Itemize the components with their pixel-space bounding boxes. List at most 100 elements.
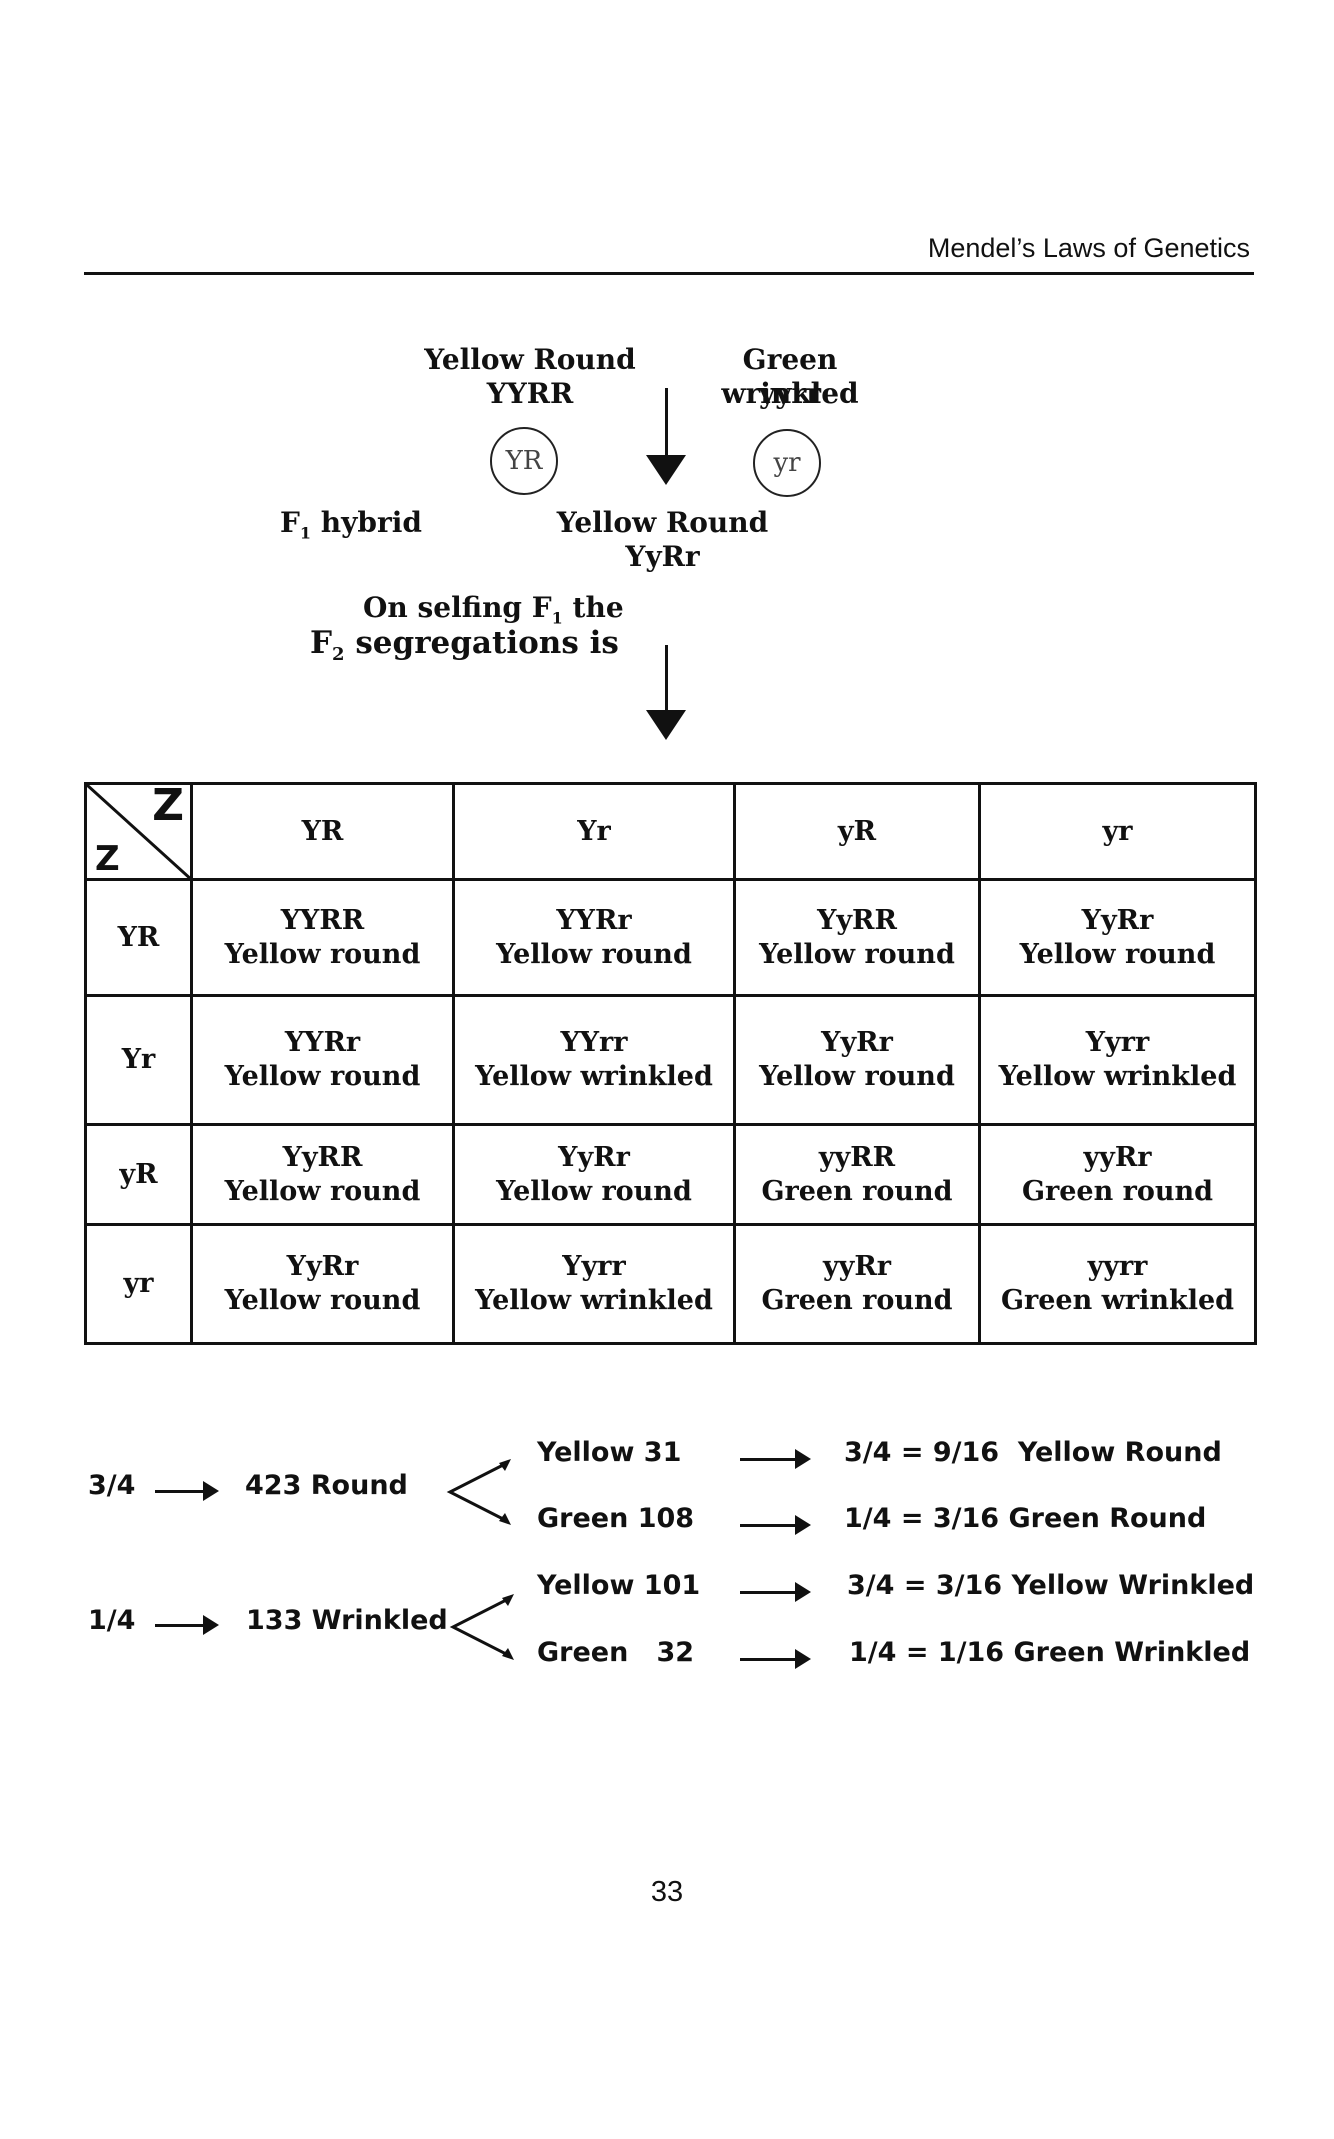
cell-phenotype: Yellow wrinkled <box>475 1061 713 1092</box>
cell-phenotype: Yellow round <box>1019 938 1216 970</box>
cell-phenotype: Yellow wrinkled <box>475 1285 713 1316</box>
outcome-result: 1/4 = 1/16 Green Wrinkled <box>849 1637 1251 1668</box>
cell-genotype: YYRr <box>556 904 632 936</box>
wrinkled-count: 133 Wrinkled <box>246 1605 448 1636</box>
cell-phenotype: Yellow round <box>224 1061 421 1092</box>
wrinkled-branch-icon <box>449 1594 514 1660</box>
running-header: Mendel’s Laws of Genetics <box>927 233 1250 263</box>
wrinkled-arrow-right-icon <box>203 1615 219 1635</box>
cell-genotype: YyRR <box>282 1141 363 1173</box>
outcome-arrow-shaft <box>740 1658 798 1661</box>
round-fraction: 3/4 <box>88 1470 136 1501</box>
cell-genotype: YyRr <box>286 1251 359 1282</box>
row-header: YR <box>84 878 193 997</box>
outcome-count: Green 108 <box>537 1503 695 1534</box>
row-header: yr <box>84 1223 193 1345</box>
wrinkled-arrow-shaft <box>155 1624 205 1627</box>
cell-phenotype: Green round <box>761 1175 953 1207</box>
punnett-corner: Z Z <box>84 780 193 881</box>
cell-genotype: YYRR <box>280 904 365 936</box>
outcome-arrow-right-icon <box>795 1649 811 1669</box>
outcome-arrow-right-icon <box>795 1449 811 1469</box>
row-header: yR <box>84 1123 193 1226</box>
outcome-result: 1/4 = 3/16 Green Round <box>844 1503 1207 1534</box>
cross-arrow-shaft <box>665 388 668 458</box>
outcome-count: Green 32 <box>537 1637 695 1668</box>
cell-genotype: yyrr <box>1087 1251 1148 1282</box>
selfing-arrow-down-icon <box>646 710 686 740</box>
cell-phenotype: Green wrinkled <box>1000 1285 1235 1316</box>
wrinkled-fraction: 1/4 <box>88 1605 136 1636</box>
punnett-header-row: Z Z YR Yr yR yr <box>84 780 1257 881</box>
cell-phenotype: Yellow round <box>496 1175 692 1207</box>
outcome-result: 3/4 = 3/16 Yellow Wrinkled <box>847 1570 1255 1601</box>
cell-phenotype: Yellow round <box>224 938 421 970</box>
corner-diagonal <box>87 785 193 881</box>
gamete-circle-parent2: yr <box>753 429 821 497</box>
cell-phenotype: Yellow round <box>759 938 955 970</box>
outcome-arrow-shaft <box>740 1524 798 1527</box>
row-header: Yr <box>84 994 193 1126</box>
cell-phenotype: Green round <box>761 1285 953 1316</box>
parent1-genotype: YYRR <box>486 377 574 410</box>
cell-genotype: YyRr <box>821 1027 893 1058</box>
outcome-count: Yellow 101 <box>537 1570 701 1601</box>
col-header: yR <box>733 782 981 881</box>
parent2-genotype: yyrr <box>758 377 822 410</box>
col-header: yr <box>978 782 1257 881</box>
round-count: 423 Round <box>245 1470 408 1501</box>
selfing-line-2: F2 segregations is <box>310 625 619 666</box>
cell-genotype: YyRr <box>558 1141 630 1173</box>
round-arrow-right-icon <box>203 1481 219 1501</box>
f1-genotype: YyRr <box>625 540 700 573</box>
cross-arrow-down-icon <box>646 455 686 485</box>
outcome-count: Yellow 31 <box>537 1437 682 1468</box>
cell-genotype: yyRr <box>1083 1141 1152 1173</box>
outcome-arrow-right-icon <box>795 1582 811 1602</box>
parent1-phenotype: Yellow Round <box>424 343 636 376</box>
cell-genotype: YyRr <box>1081 904 1154 936</box>
cell-genotype: yyRR <box>818 1141 896 1173</box>
round-branch-icon <box>446 1459 511 1525</box>
outcome-arrow-shaft <box>740 1591 798 1594</box>
round-arrow-shaft <box>155 1490 205 1493</box>
cell-genotype: YYrr <box>560 1027 628 1058</box>
parent2-phenotype: Green wrinkled <box>721 343 859 410</box>
cell-phenotype: Yellow round <box>496 938 692 970</box>
corner-label-top: Z <box>152 780 184 831</box>
cell-phenotype: Yellow round <box>759 1061 955 1092</box>
col-header: Yr <box>452 782 736 881</box>
cell-phenotype: Yellow round <box>224 1175 421 1207</box>
cell-phenotype: Yellow round <box>224 1285 421 1316</box>
cell-genotype: YyRR <box>817 904 897 936</box>
cell-phenotype: Yellow wrinkled <box>998 1061 1237 1092</box>
gamete-circle-parent1: YR <box>490 427 558 495</box>
outcome-arrow-shaft <box>740 1458 798 1461</box>
col-header: YR <box>190 782 455 881</box>
cell-genotype: yyRr <box>822 1251 892 1282</box>
selfing-line-1: On selfing F1 the <box>363 591 624 628</box>
f1-hybrid-label: F1 hybrid <box>280 506 422 543</box>
cell-genotype: YYRr <box>284 1027 361 1058</box>
cell-genotype: Yyrr <box>562 1251 626 1282</box>
outcome-arrow-right-icon <box>795 1515 811 1535</box>
